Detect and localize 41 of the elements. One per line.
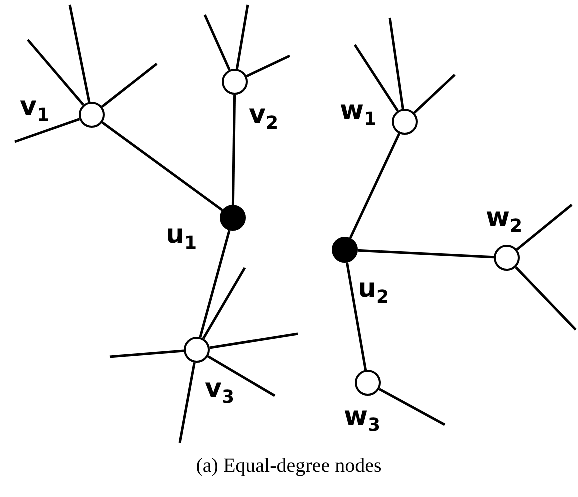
node-label: w$_{2}$ — [486, 205, 523, 236]
graph-node-circle — [79, 102, 105, 128]
filled-node-dot — [220, 205, 246, 231]
graph-node-circle — [222, 69, 248, 95]
graph-node-circle — [184, 337, 210, 363]
edge-line — [178, 362, 196, 444]
edge-line — [378, 388, 446, 426]
edge-line — [516, 204, 573, 251]
edge-line — [414, 74, 456, 114]
graph-node-circle — [494, 245, 520, 271]
edge-line — [110, 350, 184, 358]
edge-line — [27, 39, 85, 106]
filled-node-dot — [332, 237, 358, 263]
edge-line — [346, 262, 368, 370]
edge-line — [208, 356, 276, 398]
edge-line — [101, 63, 158, 108]
edge-line — [68, 4, 91, 102]
edge-line — [246, 54, 291, 78]
edge-line — [349, 133, 401, 239]
node-label: u$_{1}$ — [166, 222, 198, 253]
graph-node-circle — [392, 109, 418, 135]
node-label: w$_{3}$ — [344, 404, 381, 435]
edge-line — [388, 18, 404, 110]
edge-line — [102, 122, 224, 212]
edge-line — [232, 94, 236, 206]
node-label: w$_{1}$ — [340, 98, 377, 129]
node-label: u$_{2}$ — [358, 276, 390, 307]
edge-line — [204, 14, 231, 71]
edge-line — [199, 230, 231, 338]
edge-line — [236, 4, 250, 70]
caption: (a) Equal-degree nodes — [195, 455, 383, 478]
edge-line — [354, 44, 399, 112]
edge-line — [14, 118, 80, 144]
node-label: v$_{2}$ — [249, 102, 278, 133]
node-label: v$_{1}$ — [20, 94, 50, 125]
node-label: v$_{3}$ — [205, 376, 234, 407]
edge-line — [210, 332, 298, 350]
graph-node-circle — [355, 370, 381, 396]
edge-line — [202, 267, 246, 340]
edge-line — [358, 249, 494, 259]
edge-line — [515, 266, 577, 331]
